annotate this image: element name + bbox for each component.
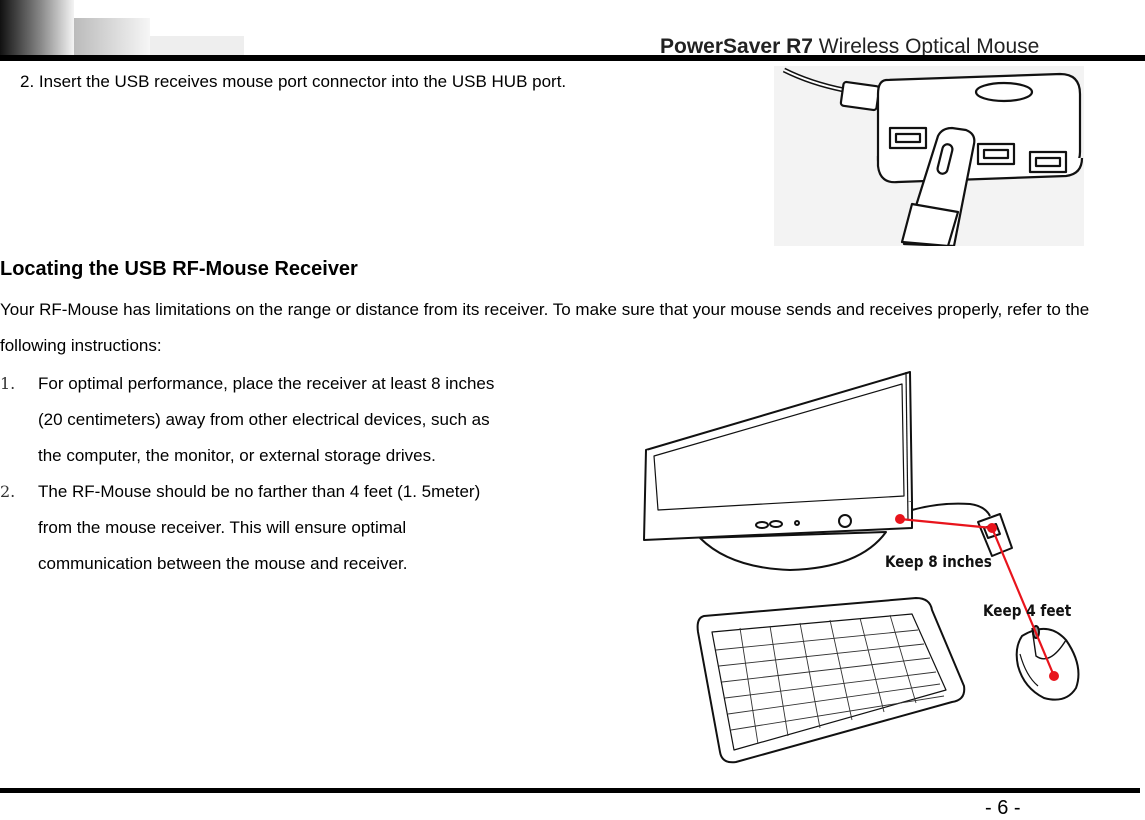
receiver-placement-illustration — [643, 371, 1080, 764]
list-item-line: The RF-Mouse should be no farther than 4… — [38, 482, 481, 501]
list-item: 2. The RF-Mouse should be no farther tha… — [0, 474, 640, 582]
keep-8-inches-label: Keep 8 inches — [885, 552, 992, 571]
header-product: Wireless Optical Mouse — [812, 35, 1040, 58]
header-brand: PowerSaver R7 — [660, 35, 813, 58]
header-gradient-decoration — [0, 0, 244, 58]
list-item-number: 1. — [0, 374, 16, 393]
list-item-line: For optimal performance, place the recei… — [38, 374, 495, 393]
list-item-line: the computer, the monitor, or external s… — [38, 446, 436, 465]
instruction-list: 1. For optimal performance, place the re… — [0, 366, 640, 582]
list-item: 1. For optimal performance, place the re… — [0, 366, 640, 474]
list-item-number: 2. — [0, 482, 16, 501]
keep-4-feet-label: Keep 4 feet — [983, 601, 1072, 620]
header-title: PowerSaver R7 Wireless Optical Mouse — [660, 35, 1039, 59]
page-number: - 6 - — [985, 797, 1021, 819]
list-item-line: from the mouse receiver. This will ensur… — [38, 518, 407, 537]
list-item-line: (20 centimeters) away from other electri… — [38, 410, 490, 429]
footer-rule — [0, 788, 1140, 793]
list-item-line: communication between the mouse and rece… — [38, 554, 408, 573]
distance-lines — [895, 514, 1059, 681]
step-2-text: 2. Insert the USB receives mouse port co… — [20, 72, 567, 91]
usb-hub-illustration — [774, 66, 1084, 246]
section-title: Locating the USB RF-Mouse Receiver — [0, 258, 358, 280]
intro-paragraph: Your RF-Mouse has limitations on the ran… — [0, 300, 1090, 355]
header-rule — [0, 55, 1145, 61]
